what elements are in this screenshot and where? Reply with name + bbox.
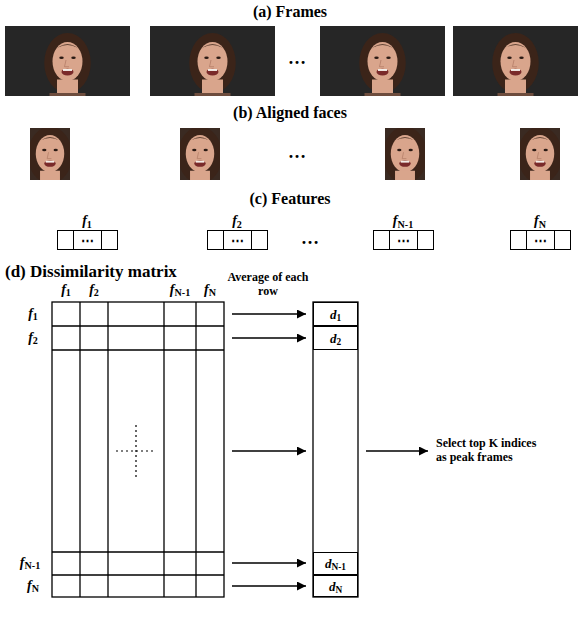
feature-cells: ⋯ (73, 231, 102, 249)
feature-label: f1 (82, 214, 92, 228)
vector-cell: dN-1 (313, 552, 358, 575)
vector-cell: dN (313, 575, 358, 597)
feature-label: f2 (232, 214, 242, 228)
dissimilarity-matrix (52, 302, 224, 597)
vector-entry: d2 (330, 332, 341, 345)
video-frame (320, 26, 445, 102)
feature-vector-box: fN-1⋯ (373, 230, 434, 250)
row-label: f1 (28, 306, 38, 322)
feature-label: fN (534, 214, 546, 228)
panel-heading: (a) Frames (253, 3, 327, 21)
vector-cell: d2 (313, 326, 358, 350)
ellipsis: … (301, 228, 319, 249)
feature-cells: ⋯ (223, 231, 252, 249)
column-label: f1 (61, 282, 71, 298)
feature-vector-box: f1⋯ (57, 230, 118, 250)
step-note: Average of each row (222, 271, 314, 299)
video-frame (150, 26, 275, 102)
vector-entry: d1 (330, 308, 341, 321)
vector-entry: dN-1 (325, 557, 346, 570)
vector-entry: dN (329, 580, 342, 593)
panel-heading: (b) Aligned faces (233, 104, 347, 122)
aligned-face (14, 118, 85, 192)
row-label: fN-1 (20, 555, 40, 571)
aligned-face (369, 118, 440, 192)
video-frame (5, 26, 130, 102)
feature-vector-box: fN⋯ (510, 230, 571, 250)
column-label: f2 (89, 282, 99, 298)
column-label: fN-1 (170, 282, 190, 298)
panel-heading: (d) Dissimilarity matrix (5, 262, 177, 282)
vector-column (313, 302, 358, 597)
aligned-face (504, 118, 575, 192)
panel-heading: (c) Features (250, 190, 331, 208)
feature-cells: ⋯ (526, 231, 555, 249)
aligned-face (164, 118, 235, 192)
step-note: Select top K indices as peak frames (436, 437, 544, 465)
column-label: fN (204, 282, 216, 298)
feature-cells: ⋯ (389, 231, 418, 249)
row-average-arrow (232, 314, 306, 586)
vector-cell: d1 (313, 302, 358, 326)
row-label: f2 (28, 330, 38, 346)
feature-label: fN-1 (393, 214, 413, 228)
dotted-cross (116, 425, 156, 478)
video-frame (453, 26, 578, 102)
ellipsis: … (288, 142, 306, 163)
row-label: fN (27, 578, 39, 594)
feature-vector-box: f2⋯ (207, 230, 268, 250)
select-arrow (366, 450, 428, 452)
ellipsis: … (288, 48, 306, 69)
